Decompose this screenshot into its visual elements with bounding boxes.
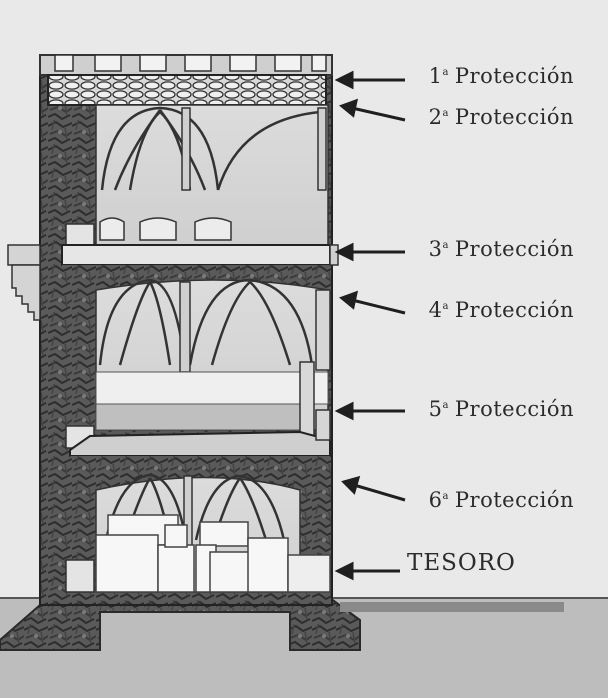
external-stair	[7, 244, 41, 321]
treasure-boxes	[95, 514, 289, 593]
label-treasure: TESORO	[407, 550, 516, 576]
middle-vaults	[98, 278, 314, 366]
pointer-arrows	[334, 70, 406, 581]
battlements	[39, 54, 333, 76]
floor-protection-5	[69, 430, 331, 457]
floor-protection-3	[61, 244, 331, 266]
roof-protection-1	[47, 74, 327, 106]
